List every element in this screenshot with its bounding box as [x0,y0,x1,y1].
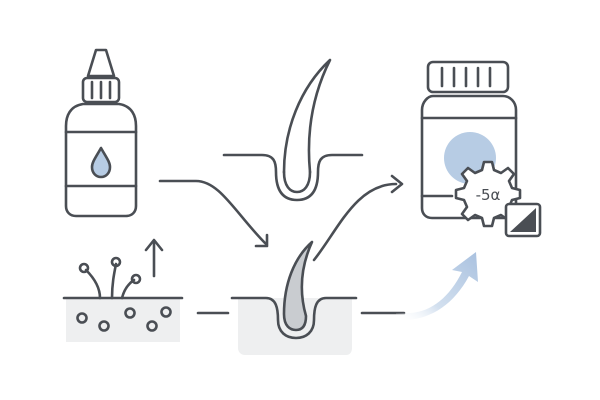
enzyme-label: -5α [476,186,501,204]
scalp-cross-section-icon [62,256,184,342]
up-arrow-icon [144,238,164,278]
hair-follicle-icon [222,58,364,202]
trend-arrow-icon [396,252,478,320]
flow-arrow-to-follicle [158,179,269,248]
pill-icon [504,202,542,238]
miniaturized-follicle-icon [230,240,358,355]
flow-arrow-to-bottle [312,174,404,262]
gear-icon: -5α [454,160,522,228]
dropper-bottle-icon [64,48,138,218]
water-drop-icon [90,146,112,179]
